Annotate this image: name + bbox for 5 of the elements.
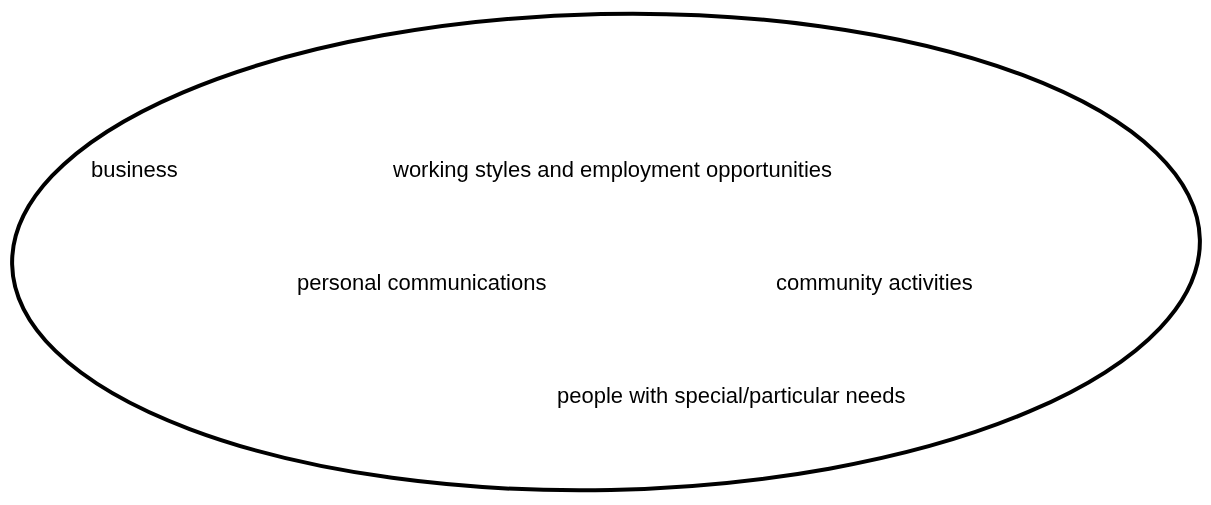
text-label: people with special/particular needs xyxy=(557,382,906,410)
text-label: community activities xyxy=(776,269,973,297)
text-label: working styles and employment opportunities xyxy=(393,156,832,184)
text-label: personal communications xyxy=(297,269,547,297)
text-label: business xyxy=(91,156,178,184)
